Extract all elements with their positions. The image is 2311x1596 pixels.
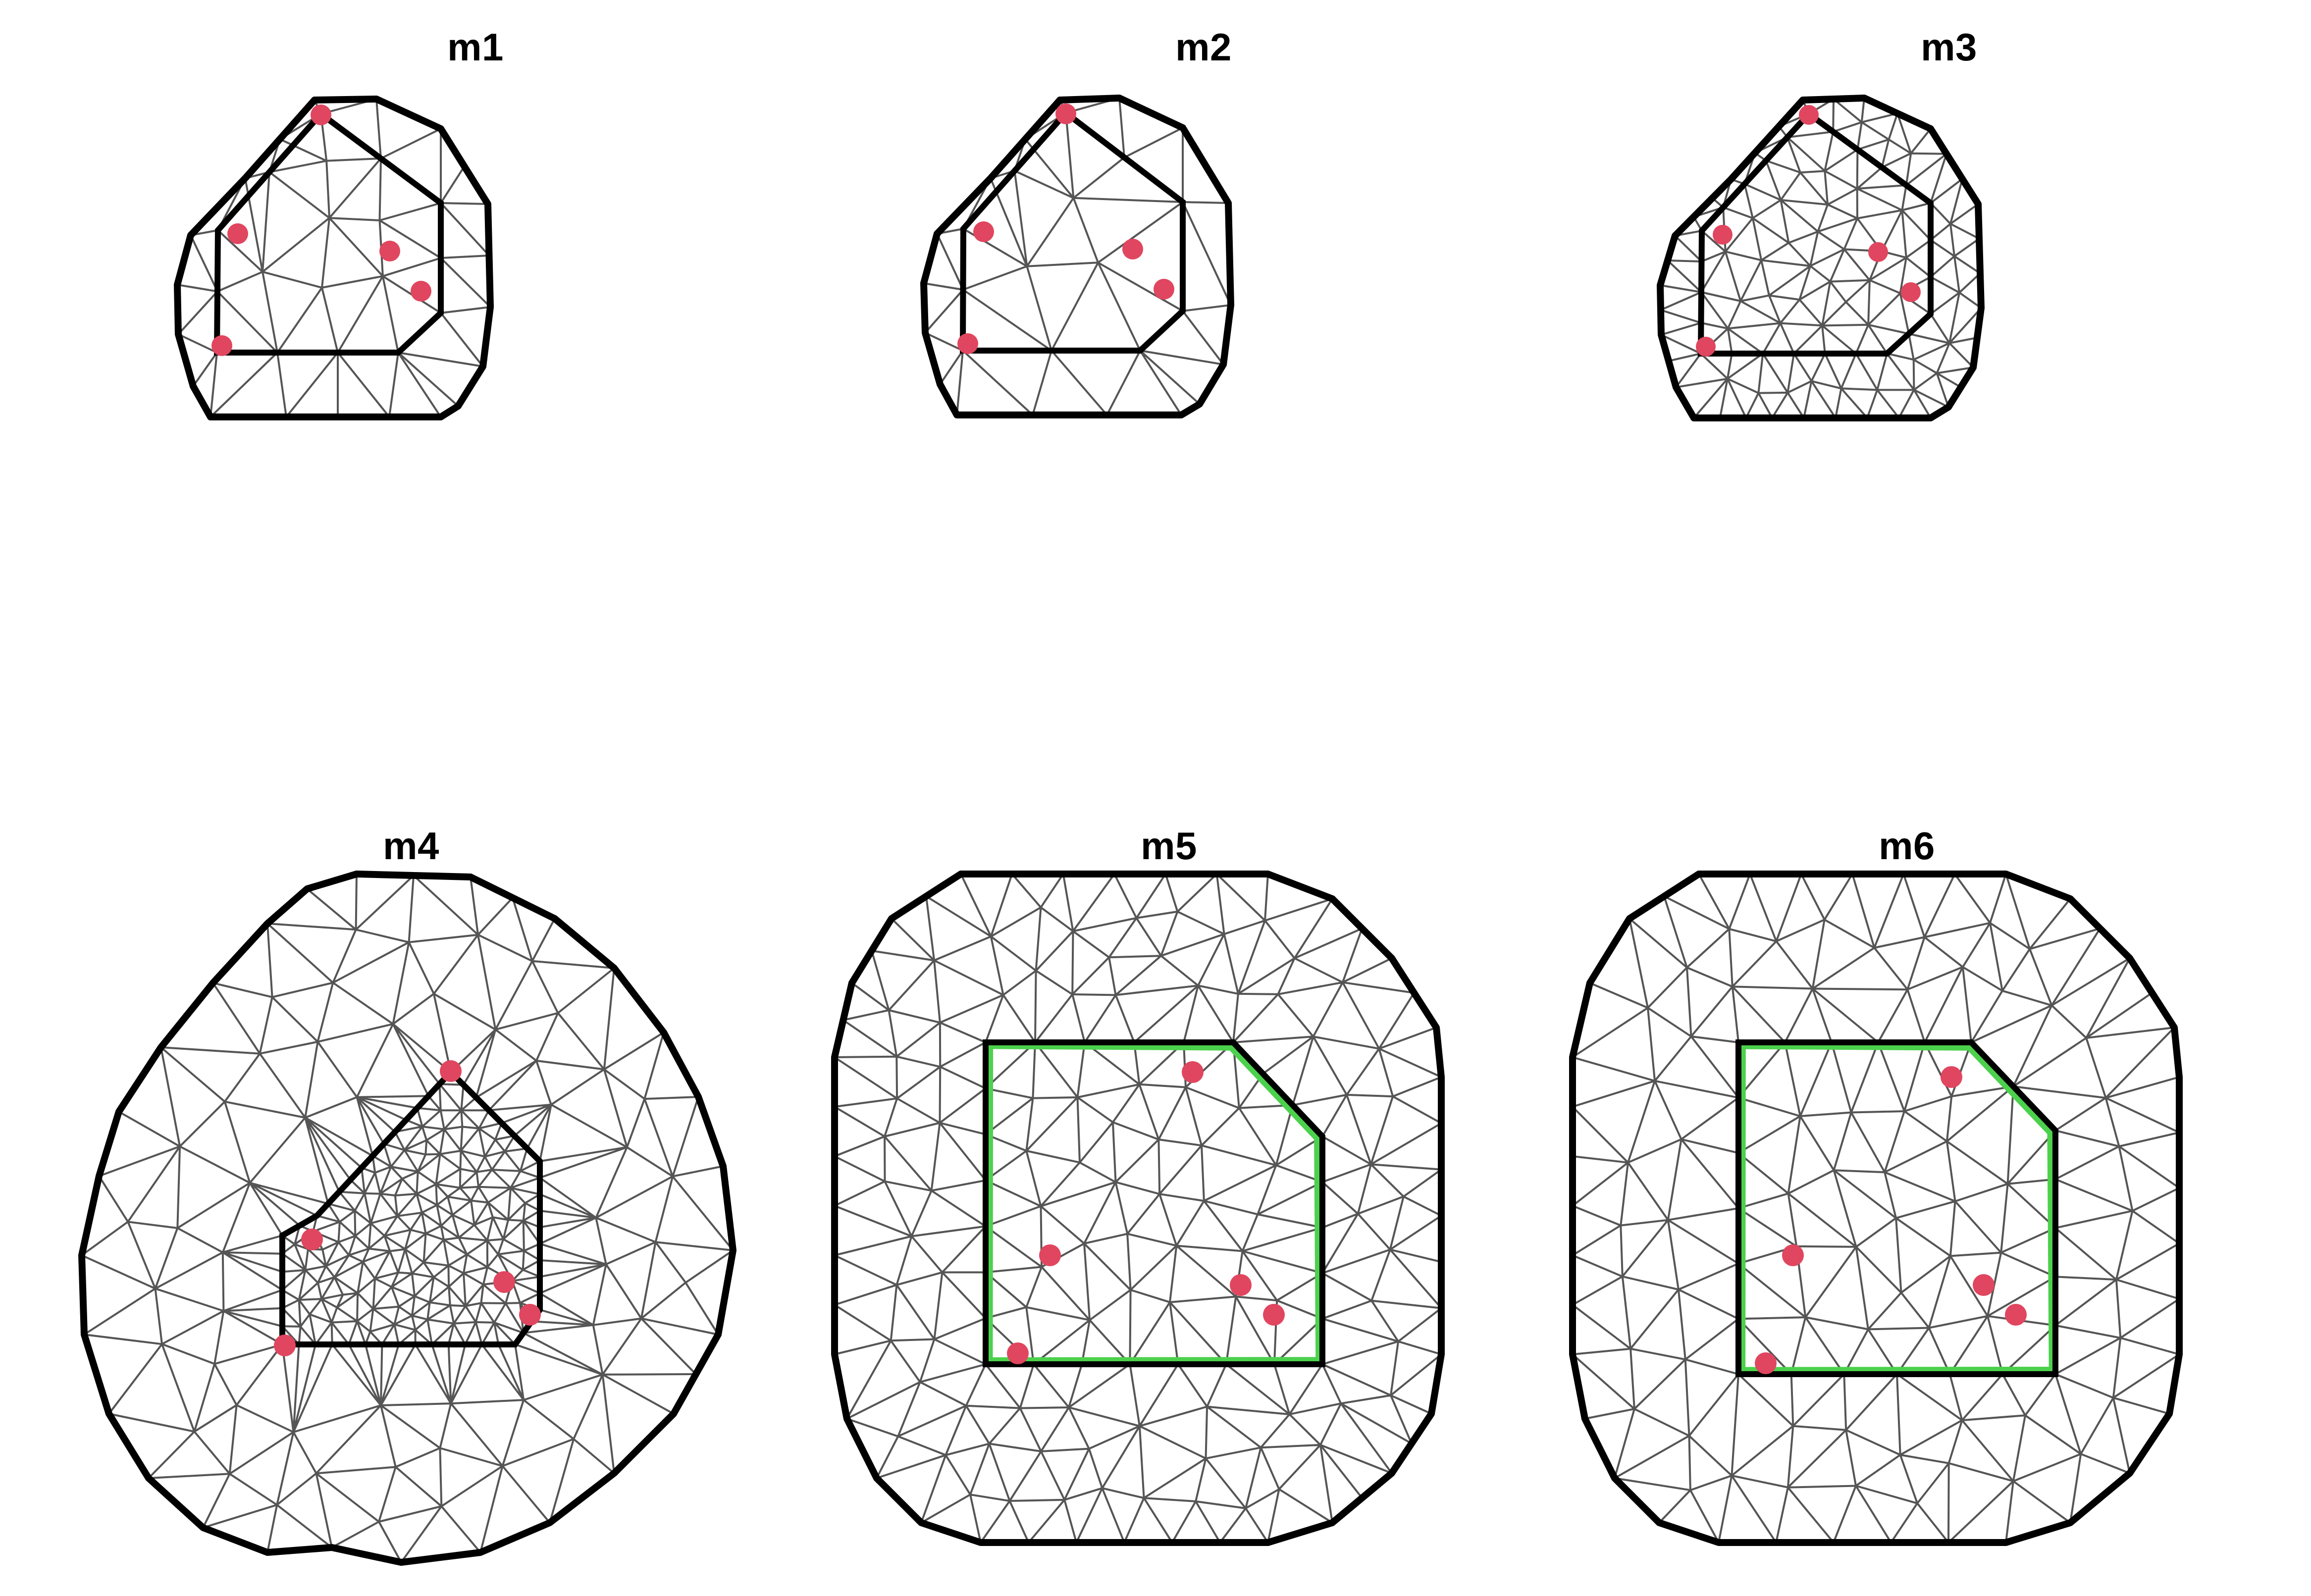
marker-node [411,281,431,302]
panel-m2: m2 [911,10,1496,718]
marker-node [274,1335,296,1356]
marker-nodes [274,1060,541,1356]
marker-node [519,1304,541,1326]
marker-node [1182,1061,1204,1083]
inner-boundary-highlight [986,1042,1322,1364]
mesh-edges [81,873,734,1563]
marker-node [301,1229,323,1250]
marker-nodes [1755,1066,2027,1374]
marker-nodes [1696,105,1921,357]
marker-node [311,104,331,125]
marker-node [1973,1274,1995,1296]
panel-title-m6: m6 [1879,824,1935,868]
marker-node [1122,239,1143,259]
marker-node [1230,1274,1252,1296]
inner-boundary [279,1068,543,1347]
mesh-m1 [174,96,494,420]
panel-m4: m4 [54,820,768,1592]
marker-node [957,333,978,354]
marker-node [1755,1352,1777,1374]
marker-nodes [1007,1061,1285,1364]
inner-boundary [983,1039,1325,1367]
marker-nodes [957,103,1174,354]
marker-node [493,1271,515,1293]
mesh-m4 [78,871,736,1566]
marker-node [973,221,994,242]
panel-m5: m5 [822,820,1516,1592]
outer-boundary [1657,95,1985,421]
panel-m3: m3 [1644,10,2254,718]
outer-boundary [78,871,736,1566]
outer-boundary [831,871,1445,1546]
outer-boundary [174,96,494,420]
panel-m1: m1 [163,10,788,718]
marker-node [227,223,248,244]
marker-node [440,1060,462,1082]
marker-node [1713,225,1733,245]
marker-node [1901,282,1921,302]
marker-node [1868,242,1888,262]
outer-boundary [1569,871,2183,1546]
inner-boundary [959,108,1186,354]
panel-m6: m6 [1560,820,2254,1592]
marker-node [1154,279,1174,300]
panel-title-m3: m3 [1921,25,1977,69]
inner-boundary [213,109,444,356]
panel-title-m1: m1 [447,25,504,69]
panel-title-m5: m5 [1141,824,1197,868]
marker-node [1782,1244,1804,1266]
inner-boundary-highlight [1739,1042,2055,1374]
outer-boundary [920,95,1234,418]
mesh-edges [1572,873,2180,1544]
marker-node [1799,105,1819,125]
mesh-m6 [1569,871,2183,1546]
mesh-m5 [831,871,1445,1546]
marker-node [1263,1304,1285,1326]
marker-node [211,335,232,356]
marker-node [1039,1244,1061,1266]
mesh-m2 [920,95,1234,418]
inner-boundary [1697,109,1934,357]
mesh-m3 [1657,95,1985,421]
marker-node [2005,1304,2027,1326]
mesh-edges [834,873,1442,1544]
panel-title-m4: m4 [383,824,439,868]
marker-node [1696,337,1716,357]
marker-node [1055,103,1076,124]
marker-node [1007,1342,1029,1364]
panel-title-m2: m2 [1175,25,1232,69]
inner-boundary [1735,1039,2058,1377]
marker-node [379,241,400,261]
marker-node [1941,1066,1962,1088]
marker-nodes [211,104,431,356]
